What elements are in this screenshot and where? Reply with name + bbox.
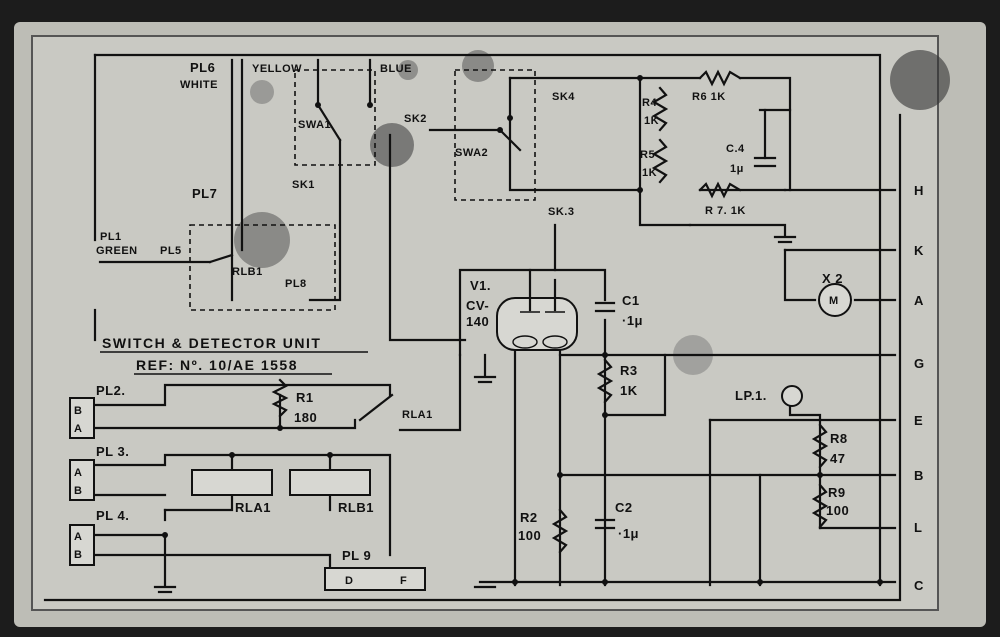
pl2-pin-a: A — [74, 423, 82, 435]
r6-label: R6 1K — [692, 91, 726, 103]
green-label: GREEN — [96, 245, 138, 257]
lp1-label: LP.1. — [735, 388, 767, 403]
c1-label: C1 — [622, 293, 640, 308]
sk4-label: SK4 — [552, 91, 575, 103]
sk2-label: SK2 — [404, 113, 427, 125]
pl7-label: PL7 — [192, 186, 217, 201]
title-line-2: REF: Nº. 10/AE 1558 — [136, 357, 298, 373]
r8-value: 47 — [830, 451, 845, 466]
component-labels: PL6 WHITE YELLOW BLUE SWA1 SK2 SWA2 SK1 … — [74, 60, 849, 587]
capacitors — [594, 108, 777, 530]
r7-label: R 7. 1K — [705, 205, 746, 217]
c1-value: ·1μ — [622, 313, 643, 328]
c4-label: C.4 — [726, 143, 745, 155]
motor-x2 — [818, 283, 852, 317]
pl2-connector — [69, 397, 95, 439]
r9-label: R9 — [828, 485, 846, 500]
pl2-label: PL2. — [96, 383, 125, 398]
r1-value: 180 — [294, 410, 317, 425]
terminal-h: H — [914, 183, 924, 198]
terminal-c: C — [914, 578, 924, 593]
terminal-g: G — [914, 356, 925, 371]
r2-label: R2 — [520, 510, 538, 525]
pl3-label: PL 3. — [96, 444, 129, 459]
terminal-e: E — [914, 413, 923, 428]
pl3-connector — [69, 459, 95, 501]
pl4-pin-a: A — [74, 531, 82, 543]
r4-label: R4 — [642, 97, 657, 109]
cv-number: 140 — [466, 314, 489, 329]
r9-value: 100 — [826, 503, 849, 518]
pl9-pin-d: D — [345, 575, 353, 587]
terminal-strip: H K A G E B L C — [914, 183, 925, 593]
junctions — [162, 75, 883, 585]
pl4-label: PL 4. — [96, 508, 129, 523]
pl8-label: PL8 — [285, 278, 307, 290]
swa1-label: SWA1 — [298, 119, 331, 131]
yellow-label: YELLOW — [252, 63, 302, 75]
r5-label: R5 — [640, 149, 655, 161]
white-label: WHITE — [180, 79, 218, 91]
r8-label: R8 — [830, 431, 848, 446]
title-line-1: SWITCH & DETECTOR UNIT — [102, 335, 321, 351]
resistors — [271, 69, 829, 554]
pl6-label: PL6 — [190, 60, 215, 75]
c2-label: C2 — [615, 500, 633, 515]
r2-value: 100 — [518, 528, 541, 543]
pl1-label: PL1 — [100, 231, 122, 243]
blue-label: BLUE — [380, 63, 412, 75]
pl2-pin-b: B — [74, 405, 82, 417]
pl4-pin-b: B — [74, 549, 82, 561]
terminal-l: L — [914, 520, 922, 535]
r4-value: 1K — [644, 115, 659, 127]
v1-label: V1. — [470, 278, 491, 293]
c4-value: 1μ — [730, 163, 744, 175]
terminal-a: A — [914, 293, 924, 308]
rlb1-coil-label: RLB1 — [338, 500, 374, 515]
rla1-coil — [191, 469, 273, 496]
rlb1-switch-label: RLB1 — [232, 266, 263, 278]
rla1-switch-label: RLA1 — [402, 409, 433, 421]
rlb1-coil — [289, 469, 371, 496]
swa2-label: SWA2 — [455, 147, 488, 159]
sk1-label: SK1 — [292, 179, 315, 191]
pl5-label: PL5 — [160, 245, 182, 257]
rla1-coil-label: RLA1 — [235, 500, 271, 515]
lamp-lp1 — [781, 385, 803, 407]
switch-contacts — [208, 102, 522, 422]
x2-label: X 2 — [822, 271, 843, 286]
r1-label: R1 — [296, 390, 314, 405]
motor-symbol: M — [829, 295, 839, 307]
r3-value: 1K — [620, 383, 638, 398]
terminal-k: K — [914, 243, 924, 258]
c2-value: ·1μ — [618, 526, 639, 541]
pl3-pin-b: B — [74, 485, 82, 497]
pl4-connector — [69, 524, 95, 566]
pl9-pin-f: F — [400, 575, 407, 587]
pl9-connector — [324, 567, 426, 591]
sk3-label: SK.3 — [548, 206, 574, 218]
pl9-label: PL 9 — [342, 548, 371, 563]
r3-label: R3 — [620, 363, 638, 378]
ground-symbols — [153, 235, 797, 594]
cv-label: CV- — [466, 298, 489, 313]
r5-value: 1K — [642, 167, 657, 179]
pl3-pin-a: A — [74, 467, 82, 479]
terminal-b: B — [914, 468, 924, 483]
